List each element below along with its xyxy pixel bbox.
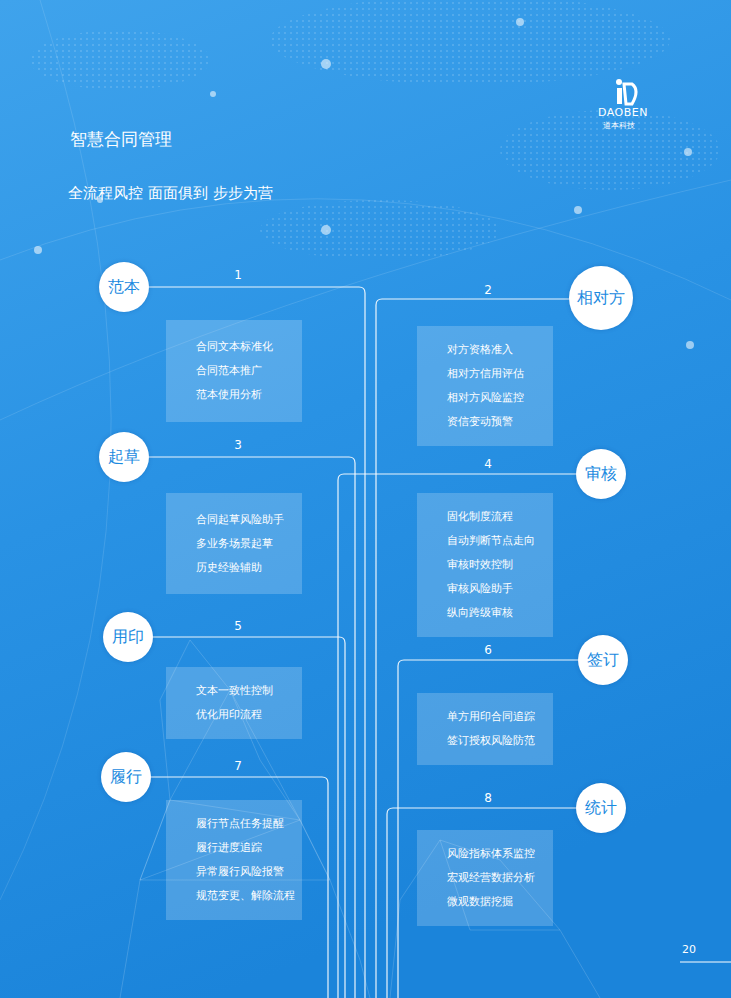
node-text: 相对方信用评估 [447,362,539,386]
node-text: 微观数据挖掘 [447,890,539,914]
node-text: 固化制度流程 [447,505,539,529]
step-number: 8 [484,791,492,805]
logo-mark [616,79,636,104]
hand-wireframe [120,640,600,998]
step-number: 4 [484,457,492,471]
network-nodes [34,18,694,349]
node-text: 统计 [585,798,617,819]
node-text: 履行 [110,767,142,788]
feature-box: 固化制度流程自动判断节点走向审核时效控制审核风险助手纵向跨级审核 [417,493,553,637]
feature-box: 单方用印合同追踪签订授权风险防范 [417,693,553,765]
step-number: 5 [234,619,242,633]
node-text: 宏观经营数据分析 [447,866,539,890]
node-text: 资信变动预警 [447,410,539,434]
step-number: 7 [234,759,242,773]
logo-name: 道本科技 [603,120,635,131]
step-number: 3 [234,438,242,452]
feature-box: 对方资格准入相对方信用评估相对方风险监控资信变动预警 [417,326,553,446]
node-text: 审核 [585,464,617,485]
node-text: 履行进度追踪 [196,836,288,860]
node-text: 起草 [108,447,140,468]
feature-box: 风险指标体系监控宏观经营数据分析微观数据挖掘 [417,830,553,926]
step-circle: 相对方 [569,266,633,330]
node-text: 合同起草风险助手 [196,508,288,532]
feature-box: 合同文本标准化合同范本推广范本使用分析 [166,320,302,422]
page-rule [680,962,731,963]
node-text: 文本一致性控制 [196,679,288,703]
node-text: 相对方风险监控 [447,386,539,410]
node-text: 历史经验辅助 [196,556,288,580]
node-text: 合同范本推广 [196,359,288,383]
node-text: 自动判断节点走向 [447,529,539,553]
node-text: 合同文本标准化 [196,335,288,359]
node-text: 履行节点任务提醒 [196,812,288,836]
node-text: 多业务场景起草 [196,532,288,556]
node-text: 规范变更、解除流程 [196,884,288,908]
feature-box: 合同起草风险助手多业务场景起草历史经验辅助 [166,493,302,594]
feature-box: 履行节点任务提醒履行进度追踪异常履行风险报警规范变更、解除流程 [166,800,302,920]
node-text: 对方资格准入 [447,338,539,362]
node-text: 范本使用分析 [196,383,288,407]
step-number: 2 [484,283,492,297]
node-text: 审核风险助手 [447,577,539,601]
node-text: 异常履行风险报警 [196,860,288,884]
world-map-dots [30,0,720,260]
node-text: 范本 [108,277,140,298]
page-title: 智慧合同管理 [70,128,172,151]
node-text: 签订授权风险防范 [447,729,539,753]
node-text: 风险指标体系监控 [447,842,539,866]
logo-wordmark: DAOBEN [598,106,648,119]
node-text: 审核时效控制 [447,553,539,577]
timeline-lines [149,287,578,998]
step-number: 1 [234,268,242,282]
step-circle: 审核 [576,449,626,499]
page-number: 20 [682,943,696,956]
node-text: 用印 [112,627,144,648]
step-circle: 履行 [101,752,151,802]
step-circle: 范本 [99,262,149,312]
subtitle: 全流程风控 面面俱到 步步为营 [68,184,273,203]
step-number: 6 [484,643,492,657]
feature-box: 文本一致性控制优化用印流程 [166,667,302,739]
step-circle: 签订 [578,635,628,685]
step-circle: 用印 [103,612,153,662]
node-text: 相对方 [577,288,625,309]
step-circle: 起草 [99,432,149,482]
node-text: 优化用印流程 [196,703,288,727]
node-text: 纵向跨级审核 [447,601,539,625]
step-circle: 统计 [576,783,626,833]
node-text: 单方用印合同追踪 [447,705,539,729]
node-text: 签订 [587,650,619,671]
